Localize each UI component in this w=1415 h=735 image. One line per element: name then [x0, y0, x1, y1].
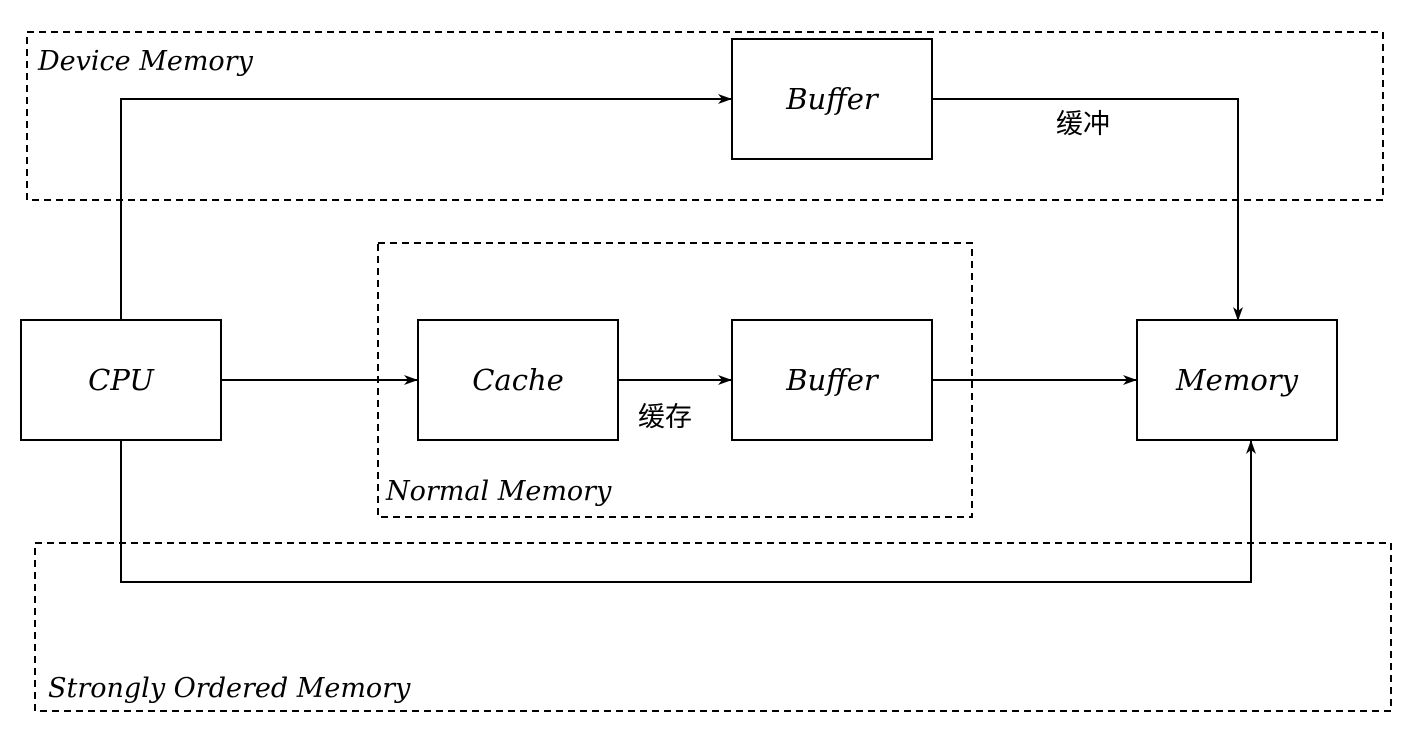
memory-label: Memory — [1175, 363, 1299, 397]
device-memory-region — [26, 31, 1384, 201]
strongly-ordered-memory-region — [34, 542, 1392, 712]
strongly-ordered-memory-label: Strongly Ordered Memory — [48, 673, 411, 704]
cpu-label: CPU — [88, 363, 155, 397]
cpu-box — [20, 319, 222, 441]
device-buffer-edge-label: 缓冲 — [1056, 109, 1110, 140]
normal-buffer-label: Buffer — [785, 363, 880, 397]
normal-buffer-box — [731, 319, 933, 441]
cpu-to-device-buffer-arrow — [120, 94, 732, 320]
cache-edge-label: 缓存 — [638, 402, 692, 433]
device-memory-label: Device Memory — [37, 46, 254, 77]
device-buffer-to-memory-arrow — [932, 98, 1243, 321]
normal-memory-label: Normal Memory — [385, 476, 612, 507]
device-buffer-label: Buffer — [785, 82, 880, 116]
device-buffer-box — [731, 38, 933, 160]
cache-label: Cache — [472, 363, 564, 397]
memory-box — [1136, 319, 1338, 441]
cache-box — [417, 319, 619, 441]
cpu-to-memory-strongly-ordered-arrow — [120, 440, 1256, 583]
